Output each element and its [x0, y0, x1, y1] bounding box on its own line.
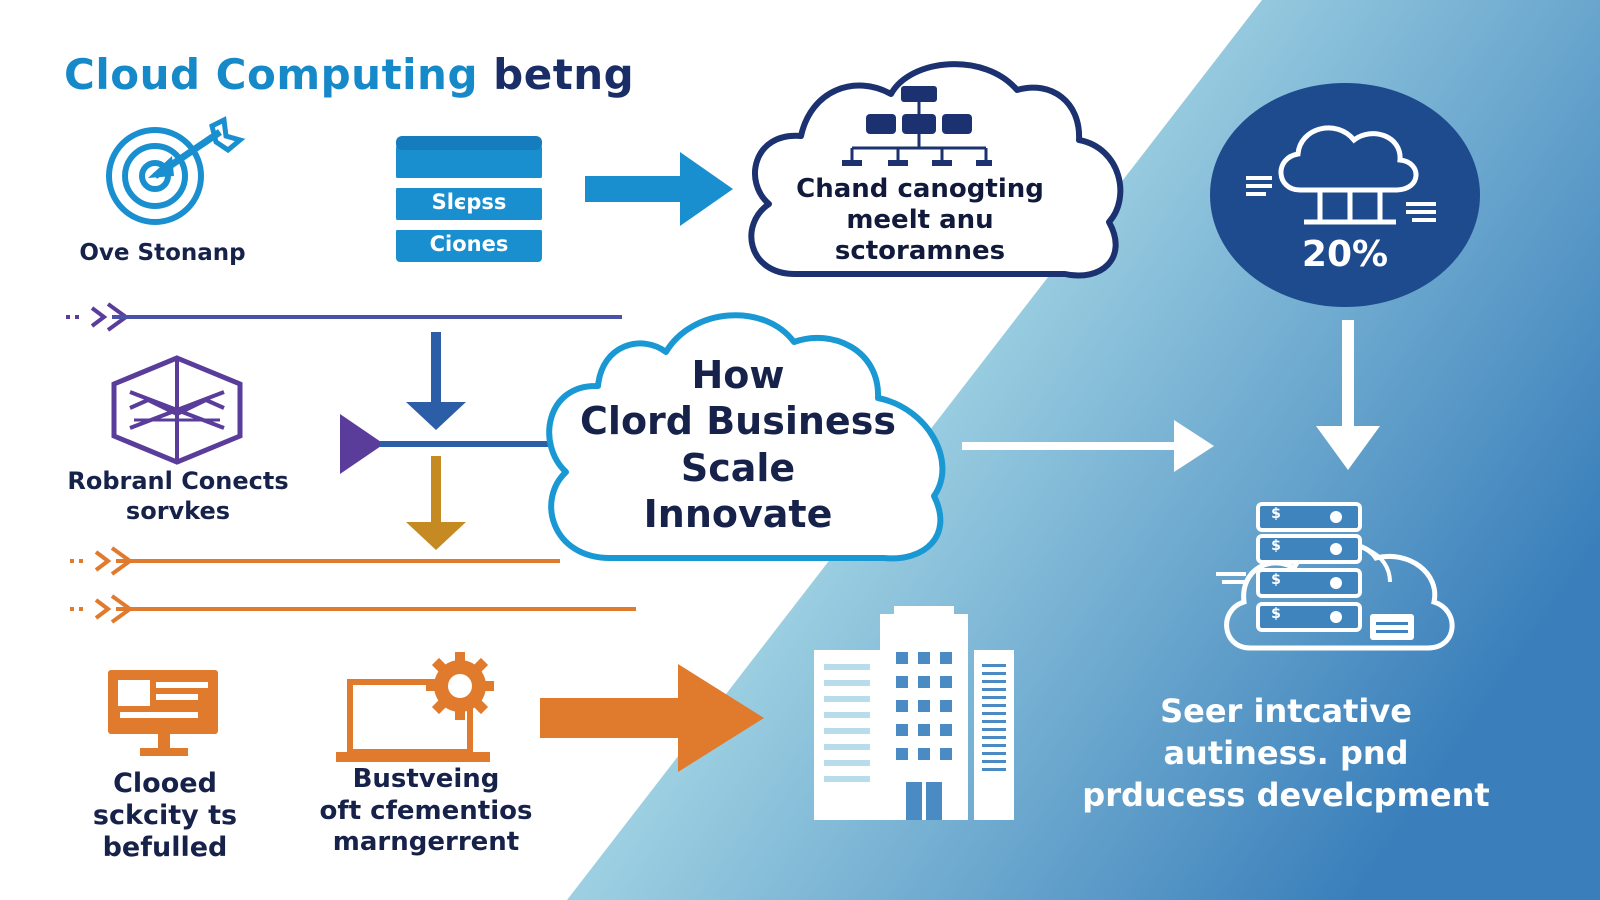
navy-circle [1210, 83, 1480, 307]
server-symbol-2: $ [1271, 538, 1281, 554]
cloud-network-icon [1246, 125, 1436, 225]
arrow-down-blue [406, 332, 466, 430]
server-symbol-4: $ [1271, 606, 1281, 622]
center-cloud-shape [546, 312, 946, 562]
database-label-line-1: Slєpss [431, 190, 507, 214]
hexagon-network-icon [111, 355, 243, 465]
top-cloud-label: Chand canogting meelt anu sctoramnes [796, 174, 1044, 267]
right-bottom-label: Seer intcative autiness. pnd prducess de… [1082, 692, 1490, 815]
arrow-down-right-column [1316, 320, 1380, 470]
top-cloud-shape [748, 61, 1124, 279]
hexagon-label: Robranl Conects sorvkes [67, 467, 289, 525]
server-symbol-1: $ [1271, 506, 1281, 522]
monitor-icon [108, 670, 218, 756]
arrow-to-top-cloud [585, 152, 733, 226]
laptop-gear-icon [336, 652, 494, 762]
arrow-to-server [962, 420, 1214, 472]
target-arrow-icon [106, 116, 246, 225]
orange-connector-line-1 [70, 546, 560, 576]
server-symbol-3: $ [1271, 572, 1281, 588]
page-title: Cloud Computing betng [64, 50, 634, 99]
org-chart-icon [842, 86, 992, 166]
database-label-line-2: Ciones [429, 232, 509, 256]
purple-connector-line [66, 302, 622, 332]
orange-connector-line-2 [70, 594, 636, 624]
office-building-icon [814, 606, 1014, 820]
title-part-1: Cloud Computing [64, 50, 479, 99]
server-cloud-icon [1216, 502, 1455, 651]
center-cloud-label: How Clord Business Scale Innovate [580, 353, 896, 537]
gear-label: Bustveing oft cfementios marngerrent [319, 764, 533, 858]
orange-arrow-to-building [540, 664, 764, 772]
circle-percent: 20% [1301, 234, 1389, 275]
arrow-down-gold [406, 456, 466, 550]
database-stack-icon [396, 136, 542, 262]
target-label: Ove Stonanp [79, 240, 246, 266]
purple-triangle-connector [340, 414, 568, 474]
title-part-2: betng [493, 50, 635, 99]
monitor-label: Clooed sckcity ts befulled [92, 768, 238, 863]
